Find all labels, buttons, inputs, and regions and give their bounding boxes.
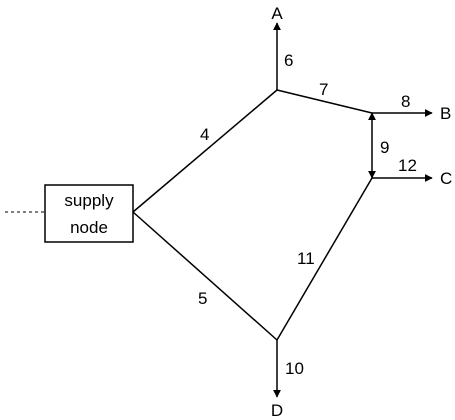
edge-label-10: 10 <box>285 359 304 378</box>
edge-label-8: 8 <box>401 92 410 111</box>
edge-label-5: 5 <box>198 289 207 308</box>
terminal-D: D <box>271 401 283 420</box>
supply-node-label-line2: node <box>70 218 108 237</box>
edge-label-12: 12 <box>398 156 417 175</box>
edge-label-9: 9 <box>380 138 389 157</box>
terminal-B: B <box>440 104 451 123</box>
terminal-A: A <box>271 4 283 23</box>
edge-label-6: 6 <box>284 51 293 70</box>
edge-7 <box>276 89 373 114</box>
supply-node-label-line1: supply <box>64 191 114 210</box>
supply-node-box <box>44 184 134 243</box>
supply-node: supply node <box>44 184 134 243</box>
edge-4 <box>132 89 278 213</box>
edge-label-7: 7 <box>319 80 328 99</box>
edge-label-11: 11 <box>297 249 315 268</box>
edge-5 <box>132 211 278 341</box>
edge-label-4: 4 <box>200 125 209 144</box>
terminal-C: C <box>440 169 452 188</box>
edge-11 <box>276 177 373 341</box>
